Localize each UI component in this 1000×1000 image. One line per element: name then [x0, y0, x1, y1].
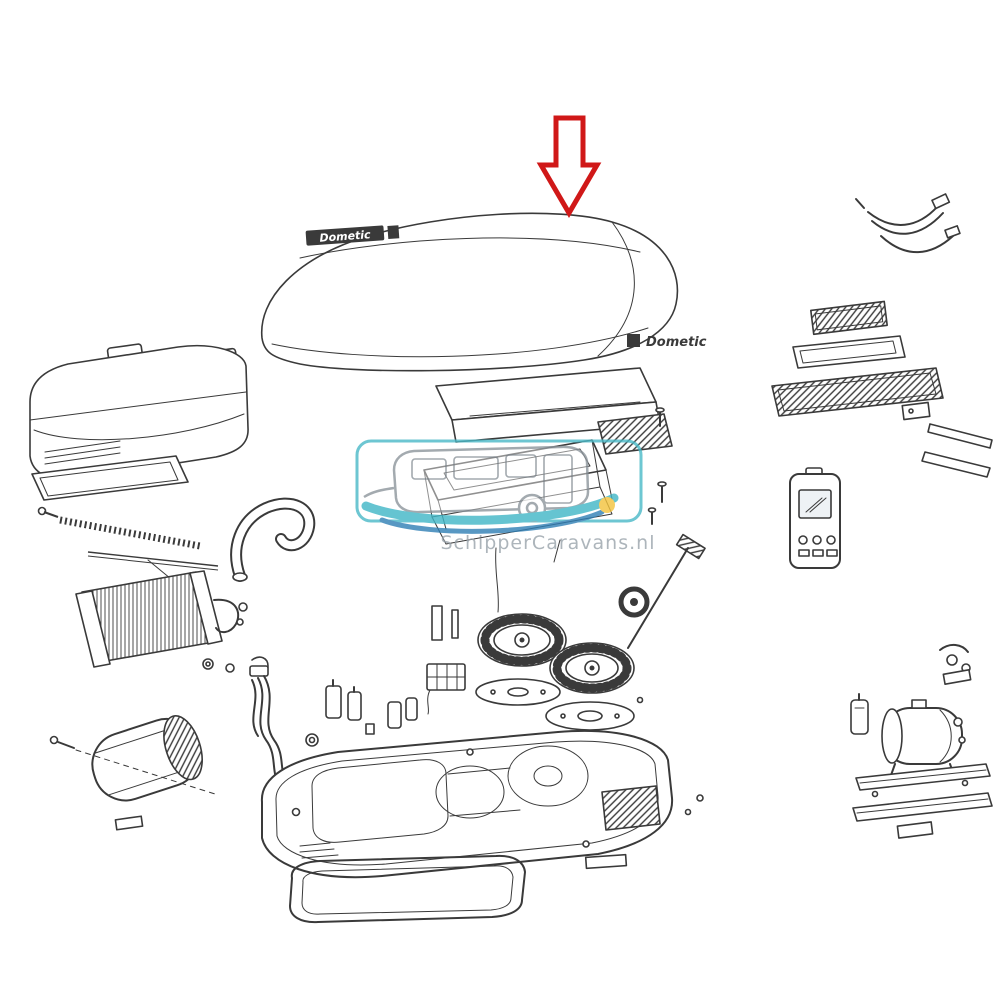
receiver-dryer — [850, 693, 869, 735]
spring-rod — [37, 506, 219, 571]
fan-plate-front — [475, 678, 561, 706]
blower-motor — [49, 715, 216, 831]
watermark: SchipperCaravans.nl — [355, 439, 655, 554]
exhaust-grille — [771, 367, 944, 417]
fixing-screws — [647, 407, 704, 816]
hanger-rods — [495, 539, 561, 613]
watermark-dot — [599, 497, 615, 513]
brand-plate-right-text: Dometic — [646, 335, 707, 350]
air-duct-assembly — [435, 367, 673, 455]
compressor — [881, 699, 966, 779]
top-cover — [260, 212, 679, 372]
watermark-text: SchipperCaravans.nl — [440, 532, 655, 554]
base-gasket — [289, 853, 628, 924]
pointer-arrow — [536, 115, 602, 218]
vent-strip — [921, 423, 993, 478]
watermark-swoosh-blue — [379, 509, 605, 534]
fan-wheel-front — [477, 613, 567, 667]
filter-frame — [792, 335, 906, 369]
base-pan — [260, 729, 674, 879]
brand-plate-right: Dometic — [627, 334, 707, 350]
compressor-fittings — [939, 644, 972, 685]
terminal-block — [426, 605, 466, 715]
drip-tray — [31, 455, 189, 501]
watermark-caravan — [363, 445, 590, 523]
wiring-harness — [855, 193, 961, 254]
grille-bracket — [901, 401, 931, 421]
air-filter — [810, 300, 888, 336]
refrigerant-pipe — [230, 497, 316, 582]
brand-plate-left: Dometic — [305, 225, 400, 246]
capacitors — [305, 679, 418, 747]
fan-wheel-rear — [549, 642, 635, 694]
mounting-rails — [852, 763, 993, 839]
watermark-swoosh-teal — [361, 493, 619, 525]
tape-roll — [618, 533, 706, 649]
fan-plate-rear — [545, 696, 644, 731]
brand-plate-left-text: Dometic — [319, 228, 371, 245]
remote-control — [789, 467, 841, 569]
inner-housing — [29, 343, 249, 481]
